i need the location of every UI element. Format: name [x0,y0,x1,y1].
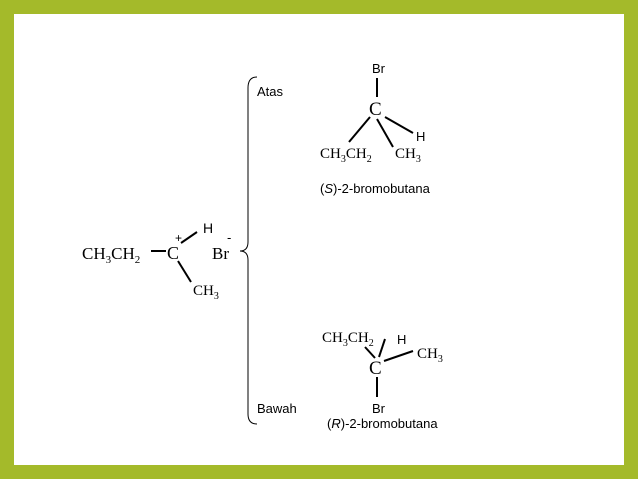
s-hydrogen-label: H [416,129,425,144]
s-ethyl-label: CH3CH2 [320,146,372,165]
bromide-label: Br [212,244,229,263]
r-bromine-label: Br [372,401,386,416]
bond-carbon-methyl [177,260,192,283]
s-bond-ethyl [348,116,371,143]
s-product: Br C H CH3CH2 CH3 (S)-2-bromobutana [320,61,431,196]
r-ethyl-label: CH3CH2 [322,330,374,349]
s-product-name: (S)-2-bromobutana [320,181,431,196]
bracket-top-arm [239,76,258,252]
carbocation-intermediate: CH3CH2 C + H CH3 Br - [82,220,231,302]
attack-bottom-label: Bawah [257,401,297,416]
positive-charge: + [175,231,182,245]
r-methyl-label: CH3 [417,346,443,365]
r-bond-ethyl [364,346,376,359]
negative-charge: - [227,230,231,245]
hydrogen-label: H [203,220,213,236]
r-bond-methyl [383,350,414,362]
r-product: CH3CH2 H CH3 C Br (R)-2-bromobutana [322,330,443,431]
r-hydrogen-label: H [397,332,406,347]
branch-bracket [239,76,258,425]
r-center-carbon: C [369,358,382,379]
s-bond-methyl [376,118,394,148]
s-bond-hydrogen [384,116,414,134]
r-product-name: (R)-2-bromobutana [327,416,438,431]
bracket-bottom-arm [239,250,258,425]
slide-canvas [14,14,624,465]
methyl-label: CH3 [193,283,219,302]
bond-carbon-hydrogen [180,231,198,244]
s-bromine-label: Br [372,61,386,76]
r-bond-hydrogen [378,338,386,358]
carbocation-carbon: C [167,243,179,263]
ethyl-group-label: CH3CH2 [82,244,140,266]
s-methyl-label: CH3 [395,146,421,165]
s-center-carbon: C [369,99,382,120]
attack-top-label: Atas [257,84,284,99]
